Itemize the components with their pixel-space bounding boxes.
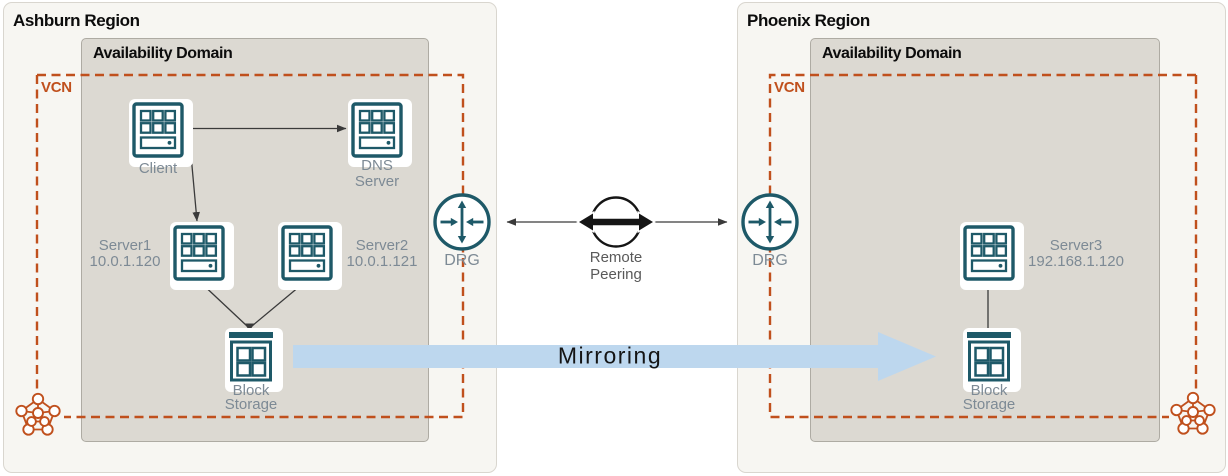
remote-peering-icon xyxy=(576,196,656,248)
phoenix-region-title: Phoenix Region xyxy=(747,11,870,30)
vcn-network-mesh-icon-phoenix xyxy=(1170,390,1216,436)
ashburn-vcn-label: VCN xyxy=(41,79,72,96)
phoenix-vcn-label: VCN xyxy=(774,79,805,96)
drg-label-phoenix: DRG xyxy=(752,252,788,269)
mirroring-label: Mirroring xyxy=(557,342,663,369)
phoenix-availability-domain-label: Availability Domain xyxy=(822,45,962,62)
drg-label-ashburn: DRG xyxy=(444,252,480,269)
compute-server-icon xyxy=(281,225,333,281)
dns-server-node xyxy=(348,99,412,167)
ashburn-availability-domain-label: Availability Domain xyxy=(93,45,233,62)
server3-node xyxy=(960,222,1024,290)
compute-server-icon xyxy=(351,102,403,158)
block-storage-icon xyxy=(966,331,1012,383)
server2-node xyxy=(278,222,342,290)
compute-server-icon xyxy=(173,225,225,281)
compute-server-icon xyxy=(132,102,184,158)
mirroring-arrow xyxy=(293,332,936,381)
ashburn-region-title: Ashburn Region xyxy=(13,11,140,30)
remote-peering-label: Remote Peering xyxy=(589,249,643,283)
drg-icon-ashburn xyxy=(431,191,493,253)
client-node xyxy=(129,99,193,167)
block-storage-node-phoenix xyxy=(963,328,1021,392)
drg-icon-phoenix xyxy=(739,191,801,253)
compute-server-icon xyxy=(963,225,1015,281)
block-storage-node-ashburn xyxy=(225,328,283,392)
block-storage-arrowhead xyxy=(244,323,255,331)
client-label: Client xyxy=(138,160,178,177)
block-storage-icon xyxy=(228,331,274,383)
server1-node xyxy=(170,222,234,290)
vcn-network-mesh-icon-ashburn xyxy=(15,391,61,437)
